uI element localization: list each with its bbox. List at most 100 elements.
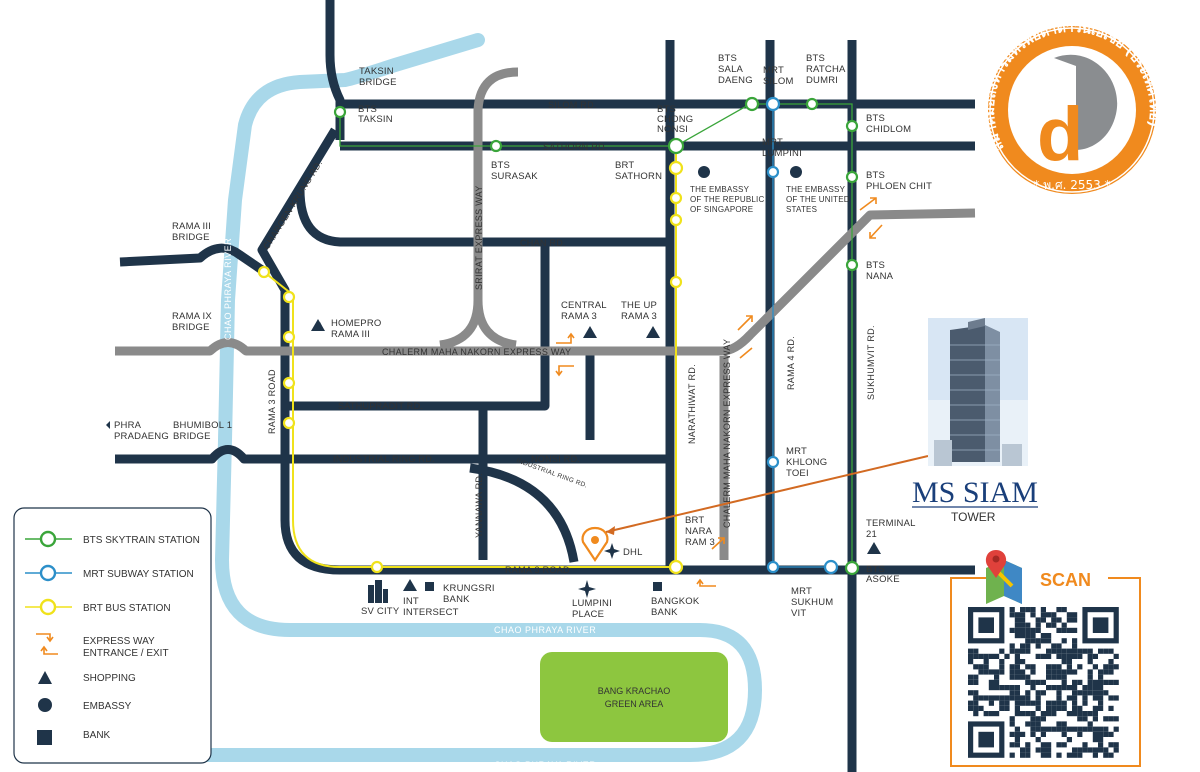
chao-phraya-river bbox=[53, 33, 762, 762]
embassy-singapore-icon bbox=[698, 166, 710, 178]
sathupradit-road bbox=[285, 245, 550, 411]
sathorn-road-label: SATHORN RD. bbox=[543, 142, 608, 152]
legend-bank-label: BANK bbox=[83, 730, 111, 741]
legend-brt-icon bbox=[39, 598, 57, 616]
legend-bts-label: BTS SKYTRAIN STATION bbox=[83, 535, 200, 546]
expressway-arrows bbox=[555, 197, 883, 587]
building-subtitle: TOWER bbox=[951, 510, 996, 524]
legend-mrt-label: MRT SUBWAY STATION bbox=[83, 569, 194, 580]
seal-letter: d bbox=[1037, 92, 1083, 177]
location-pin-icon bbox=[581, 526, 609, 562]
green-area-label: BANG KRACHAO bbox=[598, 686, 671, 696]
yannawa-road-label: YANNAWA RD. bbox=[474, 473, 484, 538]
taksin-road bbox=[325, 0, 345, 140]
mrt-stations bbox=[765, 96, 839, 575]
seal-year: * พ.ศ. 2553 * bbox=[1033, 178, 1110, 192]
shopping-icons bbox=[311, 319, 881, 591]
srirat-expressway bbox=[439, 67, 519, 350]
industrial-curve bbox=[469, 463, 579, 563]
chan-road-label: CHAN RD. bbox=[520, 238, 566, 248]
green-area-label-2: GREEN AREA bbox=[605, 699, 664, 709]
narathiwat-road-label: NARATHIWAT RD. bbox=[687, 364, 697, 444]
embassy-us-icon bbox=[790, 166, 802, 178]
sparkle-icon-2 bbox=[604, 543, 620, 559]
legend-embassy-icon bbox=[38, 698, 52, 712]
charoen-krung-road bbox=[257, 127, 975, 575]
legend-embassy-label: EMBASSY bbox=[83, 701, 132, 712]
legend-bts-icon bbox=[39, 530, 57, 548]
legend-shopping-icon bbox=[38, 671, 52, 684]
chalerm-vertical-label: CHALERM MAHA NAKORN EXPRESS WAY bbox=[722, 339, 732, 528]
legend-bank-icon bbox=[37, 730, 52, 745]
scan-label: SCAN bbox=[1040, 570, 1091, 590]
industrial-ring-road-label: INDUSTRIAL RING RD. bbox=[333, 454, 435, 464]
sv-city-label: SV CITY bbox=[361, 606, 400, 617]
river-label-vertical: CHAO PHRAYA RIVER bbox=[223, 238, 233, 340]
legend-express-icon bbox=[36, 633, 58, 655]
sparkle-icon bbox=[578, 580, 596, 598]
river-label-bottom: CHAO PHRAYA RIVER bbox=[494, 760, 596, 770]
industrial-ring-road bbox=[115, 445, 672, 464]
brt-stations bbox=[257, 160, 684, 575]
expressways bbox=[115, 67, 976, 560]
rama4-road-label: RAMA 4 RD. bbox=[786, 336, 796, 390]
bank-icon bbox=[425, 582, 434, 591]
building-icon bbox=[368, 580, 388, 603]
map-pin-icon bbox=[985, 550, 1022, 604]
rama3-bridge-road bbox=[119, 243, 268, 276]
legend-shopping-label: SHOPPING bbox=[83, 673, 136, 684]
legend: BTS SKYTRAIN STATION MRT SUBWAY STATION … bbox=[13, 507, 212, 764]
srirat-expressway-label: SRIRAT EXPRESS WAY bbox=[474, 185, 484, 290]
legend-mrt-icon bbox=[39, 564, 57, 582]
legend-brt-label: BRT BUS STATION bbox=[83, 603, 171, 614]
chan-road bbox=[295, 189, 672, 247]
rama3-road-vertical-label: RAMA 3 ROAD bbox=[267, 369, 277, 434]
seal-logo: d สมาคมอสังหาริมทรัพย์ดาต้าวันเอเชีย (ปร… bbox=[982, 20, 1163, 194]
ms-siam-tower-image bbox=[928, 318, 1028, 466]
sathupradit-road-label: SATHUPRADIT RD. bbox=[338, 401, 423, 411]
qr-code[interactable] bbox=[966, 605, 1124, 758]
bts-stations bbox=[333, 96, 860, 576]
chalerm-expressway bbox=[115, 208, 976, 356]
river-label-mid: CHAO PHRAYA RIVER bbox=[494, 625, 596, 635]
silom-road-label: SILOM RD. bbox=[548, 100, 597, 110]
srirat-branch bbox=[473, 299, 517, 350]
brt-line bbox=[263, 146, 677, 568]
bang-krachao-green-area bbox=[540, 652, 728, 742]
arrow-left-icon bbox=[106, 421, 110, 429]
arrow-head-icon bbox=[606, 526, 615, 535]
dhl-label: DHL bbox=[623, 547, 643, 558]
building-title: MS SIAM bbox=[912, 476, 1038, 509]
pointer-line bbox=[605, 455, 929, 533]
sukhumvit-road-label: SUKHUMVIT RD. bbox=[866, 325, 876, 400]
bank-icon-2 bbox=[653, 582, 662, 591]
